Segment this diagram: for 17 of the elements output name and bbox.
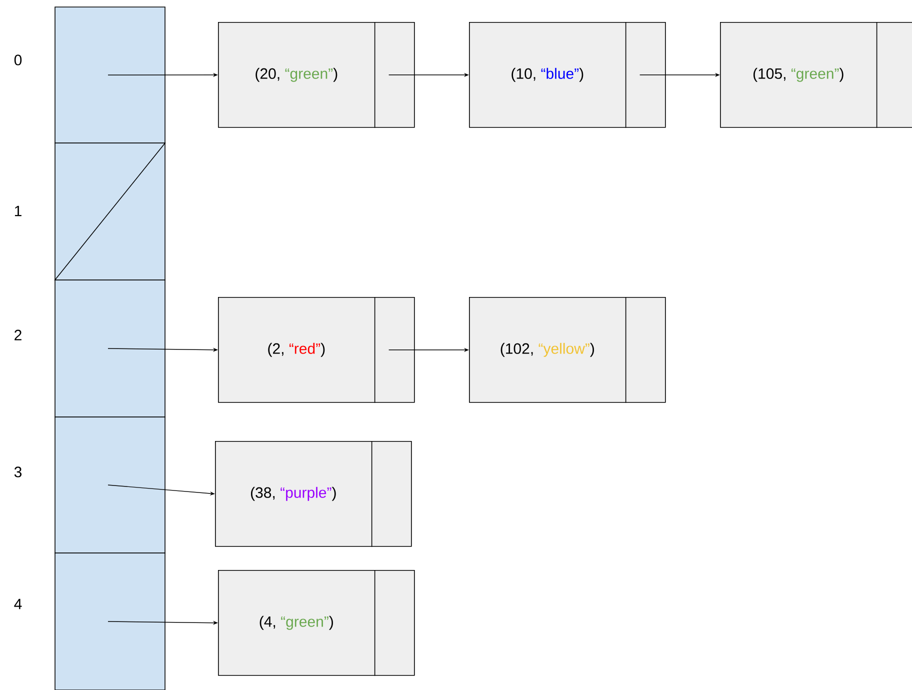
list-node-box: (4, “green”) xyxy=(218,570,415,676)
index-label: 0 xyxy=(14,54,22,66)
index-label: 2 xyxy=(14,330,22,340)
list-node-box: (38, “purple”) xyxy=(215,440,412,548)
list-node-box: (105, “green”) xyxy=(720,22,912,128)
array-cell xyxy=(54,280,166,418)
array-cell xyxy=(54,552,166,690)
index-label: 1 xyxy=(14,206,22,216)
index-label: 4 xyxy=(14,598,22,610)
array-cell xyxy=(54,142,166,281)
index-label: 3 xyxy=(14,466,22,478)
list-node-box: (102, “yellow”) xyxy=(469,296,666,404)
list-node-box: (2, “red”) xyxy=(218,296,415,404)
list-node-box: (20, “green”) xyxy=(218,22,415,128)
array-cell xyxy=(54,6,166,144)
array-cell xyxy=(54,416,166,554)
list-node-box: (10, “blue”) xyxy=(469,22,666,128)
